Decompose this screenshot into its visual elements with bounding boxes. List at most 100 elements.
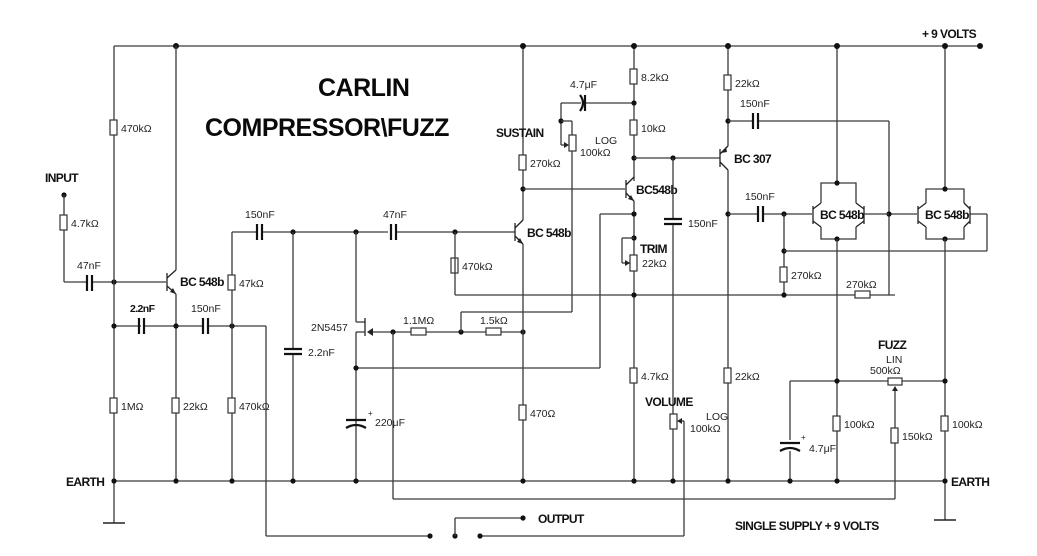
resistor-270k-a [779, 266, 788, 283]
capacitor-2n2-b-label: 2.2nF [308, 347, 335, 359]
capacitor-input [85, 275, 94, 291]
ground-symbol-right [934, 481, 956, 521]
input-label: INPUT [45, 171, 79, 185]
transistor-q1 [166, 269, 177, 295]
capacitor-47n-label: 47nF [383, 209, 407, 221]
pot-fuzz-value: 500kΩ [870, 365, 901, 377]
transistor-q2-label: BC 548b [527, 226, 571, 240]
resistor-270k-b [854, 290, 871, 299]
svg-text:+: + [801, 433, 806, 442]
resistor-8k2-label: 8.2kΩ [641, 72, 669, 84]
capacitor-47n [389, 224, 398, 240]
transistor-q2 [514, 219, 524, 245]
resistor-q2-emitter-label: 470Ω [530, 408, 556, 420]
pot-sustain[interactable] [568, 134, 577, 152]
resistor-270k-a-label: 270kΩ [791, 270, 822, 282]
pot-volume-value: 100kΩ [690, 423, 721, 435]
resistor-q4-emitter-label: 22kΩ [735, 371, 760, 383]
resistor-270k-b-label: 270kΩ [846, 279, 877, 291]
resistor-150k-label: 150kΩ [902, 431, 933, 443]
capacitor-150n-e-label: 150nF [745, 191, 775, 203]
transistor-q3 [625, 176, 635, 202]
transistor-pair-q5 [812, 43, 889, 481]
resistor-1k5 [485, 327, 502, 336]
resistor-q4-collector-label: 22kΩ [735, 78, 760, 90]
capacitor-input-label: 47nF [77, 260, 101, 272]
output-label: OUTPUT [538, 512, 585, 526]
capacitor-150n-c [664, 217, 682, 226]
resistor-q2-bias-label: 470kΩ [462, 261, 493, 273]
output-switch[interactable] [427, 515, 526, 539]
title-line2: COMPRESSOR\FUZZ [205, 114, 449, 142]
capacitor-150n-e [756, 206, 765, 222]
resistor-q2-collector [518, 154, 527, 171]
resistor-47k [227, 274, 236, 291]
capacitor-2n2-a [137, 318, 146, 334]
pot-sustain-value: 100kΩ [580, 147, 611, 159]
resistor-q1-emitter [171, 397, 180, 414]
resistor-4k7-q3-label: 4.7kΩ [641, 371, 669, 383]
resistor-q4-collector [723, 74, 732, 91]
resistor-10k-label: 10kΩ [641, 123, 666, 135]
pot-volume[interactable] [669, 413, 678, 430]
resistor-q1-bias-top [109, 119, 118, 136]
jfet-label: 2N5457 [311, 322, 348, 334]
transistor-pair-q6 [917, 43, 971, 481]
transistor-q4 [719, 145, 729, 171]
resistor-100k-b [940, 415, 949, 432]
resistor-q1-bias-top-label: 470kΩ [121, 123, 152, 135]
resistor-input-label: 4.7kΩ [71, 218, 99, 230]
resistor-150k [890, 427, 899, 444]
resistor-q1-emitter-label: 22kΩ [183, 401, 208, 413]
transistor-q3-label: BC548b [636, 183, 677, 197]
capacitor-150n-b-label: 150nF [245, 209, 275, 221]
ground-symbol-left [103, 481, 125, 524]
capacitor-4u7-b [779, 441, 801, 452]
capacitor-150n-a-label: 150nF [191, 303, 221, 315]
resistor-1m1-label: 1.1MΩ [403, 315, 434, 327]
capacitor-4u7-a-label: 4.7μF [570, 79, 597, 91]
resistor-q1-bias-bottom [109, 397, 118, 414]
resistor-100k-b-label: 100kΩ [952, 419, 983, 431]
pot-trim[interactable] [629, 254, 638, 272]
resistor-q2-collector-label: 270kΩ [530, 158, 561, 170]
transistor-q5-label: BC 548b [820, 208, 864, 222]
transistor-q6-label: BC 548b [925, 208, 969, 222]
fuzz-label: FUZZ [878, 338, 907, 352]
resistor-470k-low-label: 470kΩ [239, 401, 270, 413]
footer-note: SINGLE SUPPLY + 9 VOLTS [735, 519, 879, 533]
capacitor-150n-d-label: 150nF [740, 98, 770, 110]
capacitor-150n-c-label: 150nF [688, 218, 718, 230]
jfet-2n5457 [355, 232, 373, 481]
volume-label: VOLUME [645, 395, 693, 409]
resistor-4k7-q3 [629, 367, 638, 384]
resistor-1k5-label: 1.5kΩ [480, 315, 508, 327]
capacitor-150n-b [255, 224, 264, 240]
resistor-10k [629, 119, 638, 136]
title-line1: CARLIN [318, 74, 409, 102]
resistor-47k-label: 47kΩ [239, 278, 264, 290]
capacitor-220u [345, 418, 367, 429]
capacitor-2n2-b [284, 347, 302, 356]
sustain-label: SUSTAIN [496, 126, 544, 140]
trim-label: TRIM [640, 242, 668, 256]
resistor-input [59, 214, 68, 231]
resistor-q2-emitter [518, 404, 527, 421]
transistor-q4-label: BC 307 [734, 152, 772, 166]
capacitor-150n-a [201, 318, 210, 334]
pot-sustain-taper: LOG [595, 135, 617, 147]
capacitor-2n2-a-label: 2.2nF [130, 303, 156, 315]
resistor-8k2 [629, 68, 638, 85]
transistor-q1-label: BC 548b [180, 275, 224, 289]
pot-fuzz[interactable] [887, 377, 903, 386]
supply-terminal [977, 43, 983, 49]
capacitor-4u7-b-label: 4.7μF [809, 443, 836, 455]
earth-label-left: EARTH [66, 475, 104, 489]
earth-label-right: EARTH [951, 475, 989, 489]
capacitor-220u-label: 220μF [375, 417, 405, 429]
pot-volume-taper: LOG [706, 411, 728, 423]
pot-fuzz-taper: LIN [886, 354, 902, 366]
supply-label: + 9 VOLTS [922, 27, 977, 41]
resistor-1m1 [410, 327, 427, 336]
